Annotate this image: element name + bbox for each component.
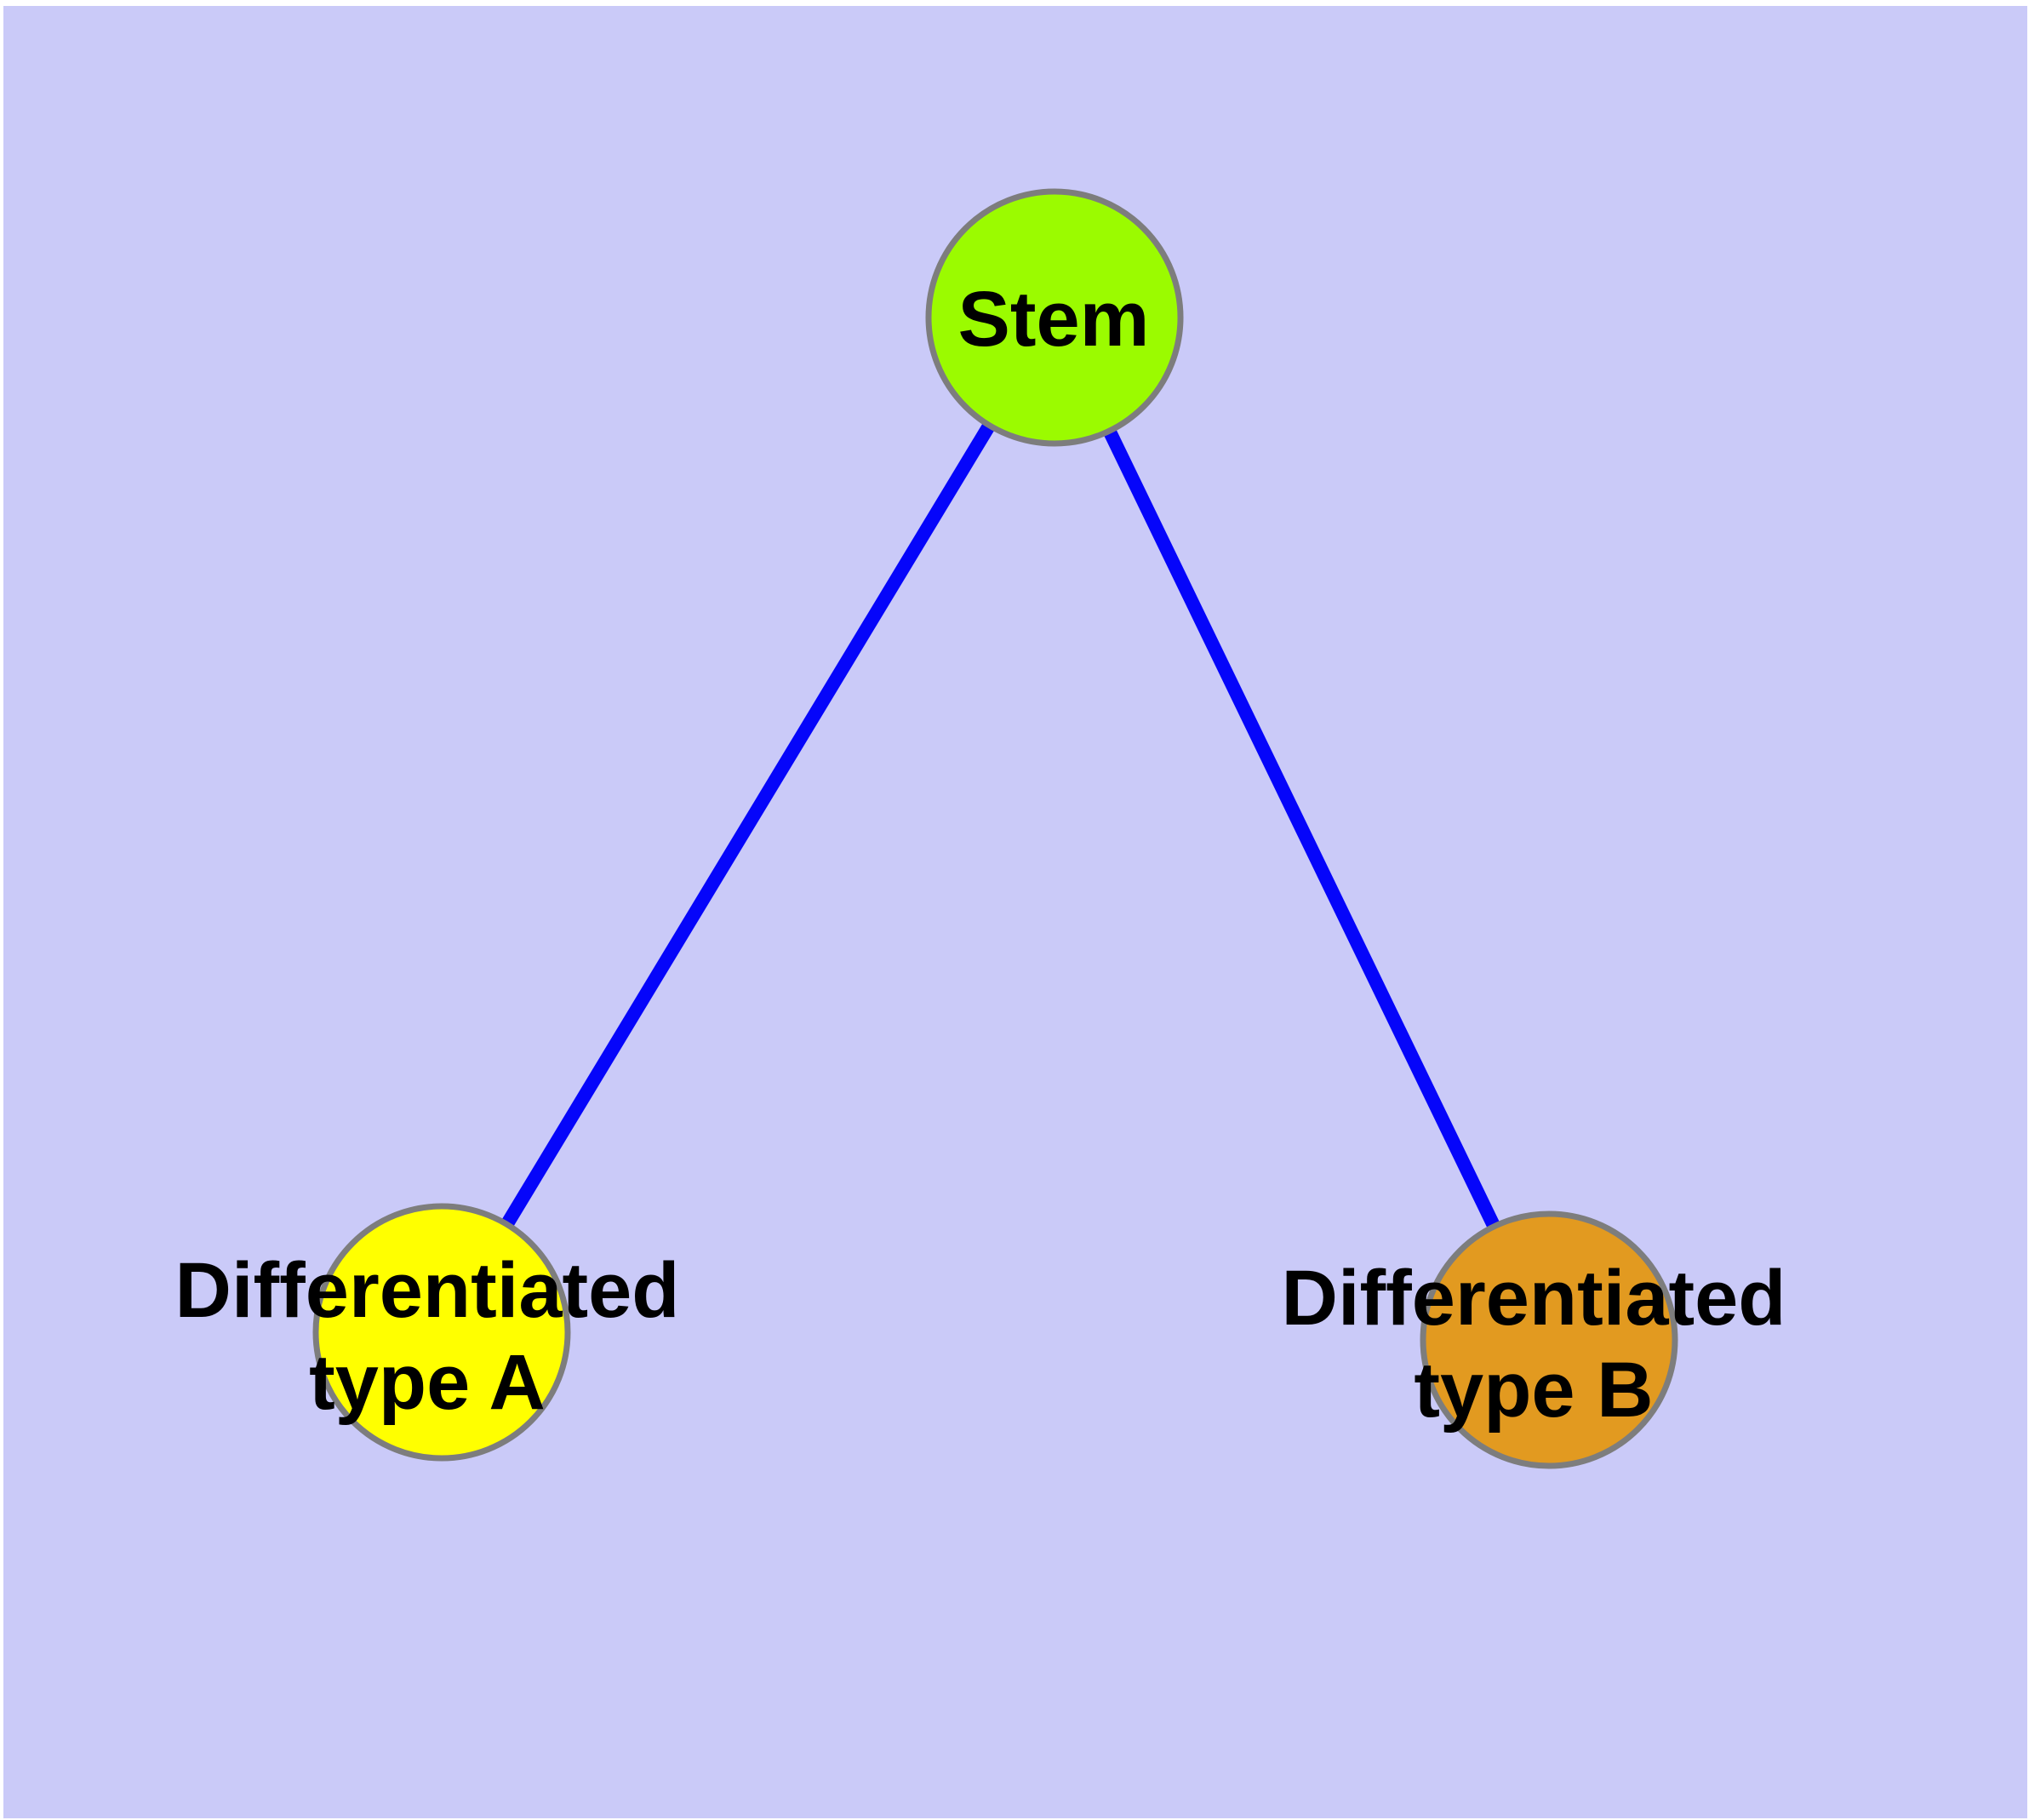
node-type-b-circle (1420, 1210, 1678, 1469)
node-type-a-circle (312, 1203, 571, 1462)
node-type-b-label: Differentiated type B (1282, 1252, 1786, 1436)
node-type-a-label-line2: type A (309, 1339, 546, 1426)
node-type-a-label: Differentiated type A (175, 1245, 680, 1428)
edge-stem-to-type-a (436, 313, 1060, 1336)
node-type-b-label-line2: type B (1414, 1347, 1654, 1434)
edge-stem-to-type-b (1048, 314, 1556, 1343)
node-type-b-label-line1: Differentiated (1281, 1255, 1786, 1342)
node-stem-circle (925, 188, 1184, 447)
node-type-a-label-line1: Differentiated (174, 1247, 680, 1334)
node-stem-label: Stem (957, 276, 1150, 363)
